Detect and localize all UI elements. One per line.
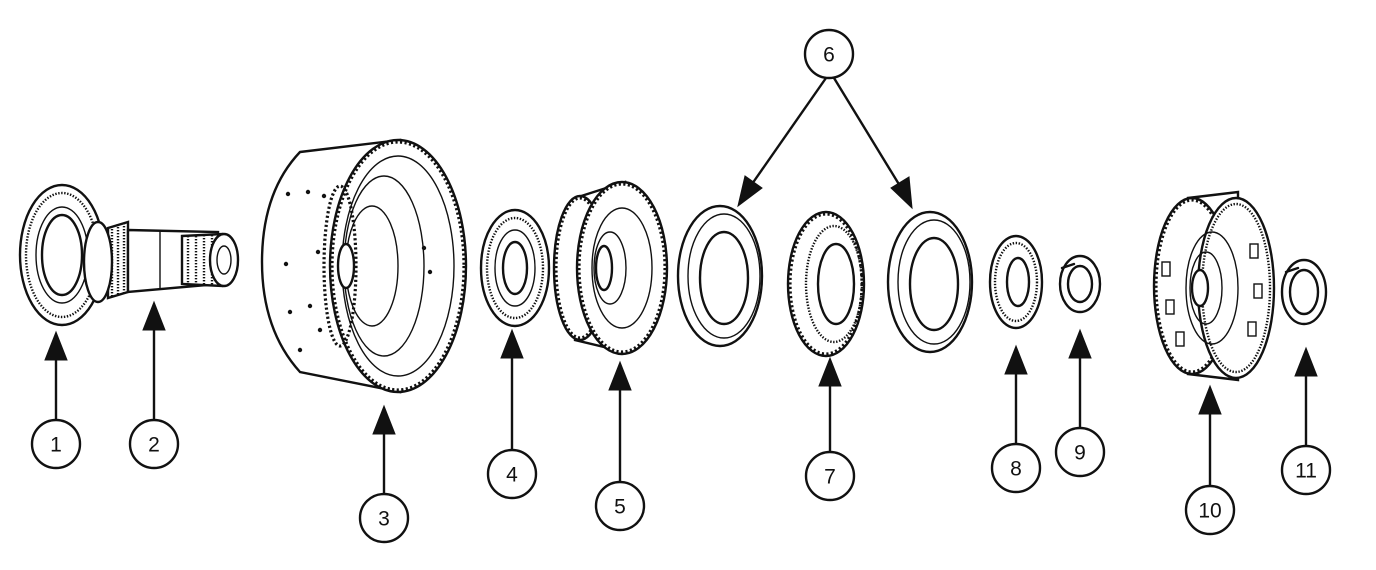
callout-8: 8 [990, 442, 1042, 494]
callout-8-label: 8 [1010, 458, 1022, 481]
part-10-planet-carrier [1152, 190, 1276, 382]
carrier-slots [1161, 243, 1263, 347]
part-3-ring-gear-drum [260, 138, 468, 394]
callout-11-label: 11 [1295, 460, 1317, 483]
callout-6-label: 6 [823, 44, 835, 67]
part-5-gear-assembly [552, 180, 669, 356]
callout-9-label: 9 [1074, 442, 1086, 465]
part-6-thrust-washer-left [676, 204, 764, 348]
callout-1: 1 [30, 418, 82, 470]
callout-6: 6 [803, 28, 855, 80]
callout-9: 9 [1054, 426, 1106, 478]
part-8-thrust-bearing [988, 234, 1044, 330]
part-6-thrust-washer-right [886, 210, 974, 354]
callout-2-label: 2 [148, 434, 160, 457]
callout-5-label: 5 [614, 496, 626, 519]
part-1-thrust-bearing [18, 183, 106, 327]
callout-7: 7 [804, 450, 856, 502]
part-7-needle-bearing [786, 210, 866, 358]
callout-10-label: 10 [1198, 500, 1221, 523]
callout-7-label: 7 [824, 466, 836, 489]
leader-arrows [44, 77, 1318, 496]
callout-10: 10 [1184, 484, 1236, 536]
part-9-snap-ring [1058, 254, 1102, 314]
drum-holes [283, 189, 433, 353]
callout-2: 2 [128, 418, 180, 470]
callout-3: 3 [358, 492, 410, 544]
callout-1-label: 1 [50, 434, 62, 457]
callout-5: 5 [594, 480, 646, 532]
callout-11: 11 [1280, 444, 1332, 496]
callout-3-label: 3 [378, 508, 390, 531]
callout-4: 4 [486, 448, 538, 500]
part-4-thrust-bearing [479, 208, 551, 328]
part-2-input-shaft [82, 220, 240, 304]
part-11-snap-ring [1280, 258, 1328, 326]
callout-4-label: 4 [506, 464, 518, 487]
